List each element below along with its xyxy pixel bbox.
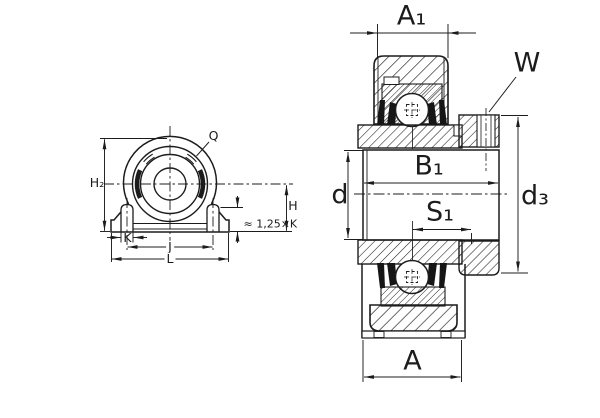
dim-label-j: J: [166, 238, 174, 254]
bore-rect: [362, 149, 500, 241]
section-view-dimensions: [344, 24, 528, 382]
front-view: [100, 126, 293, 262]
dim-label-s1: S₁: [426, 196, 454, 228]
dim-label-h: H: [288, 197, 298, 213]
dim-label-125k: ≈ 1,25×K: [243, 217, 298, 231]
w-leader-line: [488, 76, 517, 113]
dim-label-a: A: [403, 345, 422, 377]
seal-top-right: [427, 100, 447, 125]
dim-label-q: Q: [208, 127, 219, 143]
locking-collar-bottom: [458, 240, 500, 276]
outer-ring-bottom: [369, 304, 458, 332]
dim-label-a1: A₁: [396, 0, 427, 32]
dim-label-k: K: [123, 229, 132, 245]
dim-label-h2: H₂: [89, 174, 105, 190]
setscrew: [476, 108, 496, 171]
dim-label-b1: B₁: [414, 150, 444, 182]
q-leader-line: [196, 141, 210, 157]
dim-label-l: L: [164, 250, 176, 266]
seal-top-left: [377, 100, 397, 125]
end-cover: [361, 330, 466, 339]
dim-label-d3: d₃: [521, 180, 549, 212]
section-view: [344, 24, 528, 382]
centerlines-front: [104, 126, 293, 253]
seal-bottom-left: [377, 263, 397, 288]
housing-flange-top: [357, 124, 463, 149]
seal-bottom-right: [427, 263, 447, 288]
inner-ring-bottom: [380, 286, 446, 307]
dim-label-d: d: [331, 179, 349, 211]
dim-label-w: W: [513, 47, 541, 79]
